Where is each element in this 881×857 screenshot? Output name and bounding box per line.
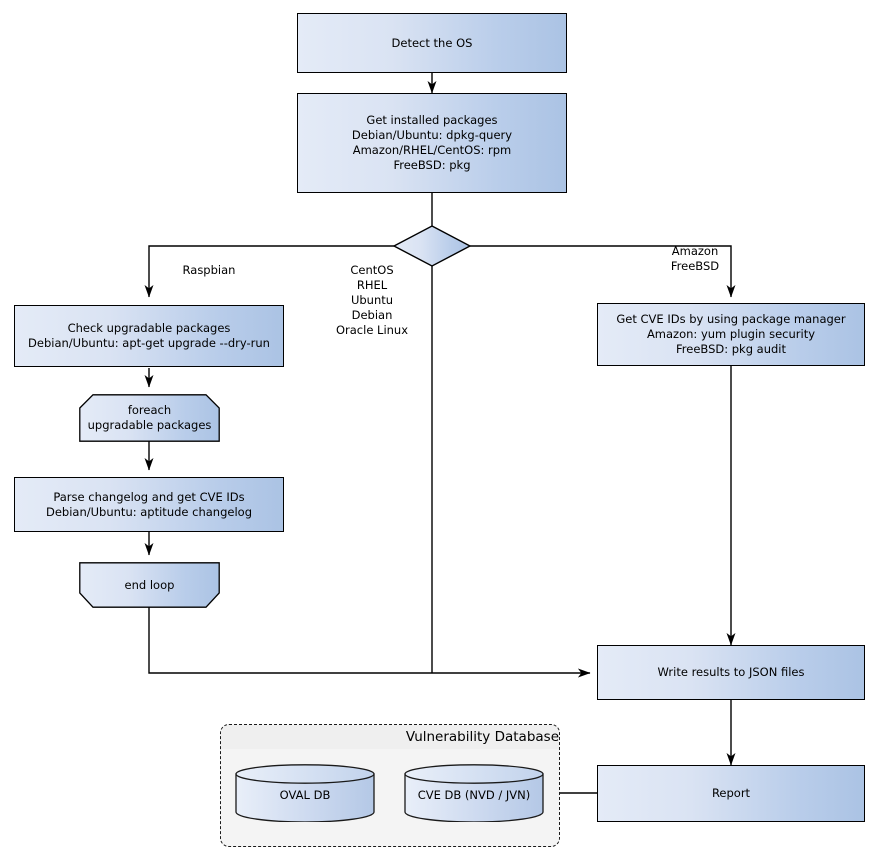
node-parse-changelog[interactable]: Parse changelog and get CVE IDs Debian/U… xyxy=(14,477,284,532)
db-cylinder-cve[interactable]: CVE DB (NVD / JVN) xyxy=(404,764,544,823)
node-foreach-loop[interactable]: foreach upgradable packages xyxy=(79,394,220,442)
edge-label-raspbian: Raspbian xyxy=(182,263,236,277)
node-end-loop[interactable]: end loop xyxy=(79,562,220,608)
group-title-band: Vulnerability Database xyxy=(221,725,559,749)
edge-label-middle-os-list: CentOS RHEL Ubuntu Debian Oracle Linux xyxy=(335,263,409,337)
node-write-results[interactable]: Write results to JSON files xyxy=(597,645,865,700)
node-get-installed-packages[interactable]: Get installed packages Debian/Ubuntu: dp… xyxy=(297,93,567,193)
decision-diamond xyxy=(392,225,472,267)
node-end-loop-label: end loop xyxy=(124,577,175,592)
group-title-label: Vulnerability Database xyxy=(405,729,559,745)
db-cylinder-oval-label: OVAL DB xyxy=(279,788,331,802)
node-foreach-loop-label: foreach upgradable packages xyxy=(87,403,212,432)
db-cylinder-cve-label: CVE DB (NVD / JVN) xyxy=(417,788,531,802)
node-check-upgradable-packages[interactable]: Check upgradable packages Debian/Ubuntu:… xyxy=(14,305,284,367)
node-get-cve-ids[interactable]: Get CVE IDs by using package manager Ama… xyxy=(597,303,865,366)
node-detect-os[interactable]: Detect the OS xyxy=(297,13,567,73)
db-cylinder-oval[interactable]: OVAL DB xyxy=(235,764,375,823)
edge-label-amazon-freebsd: Amazon FreeBSD xyxy=(670,244,720,273)
node-report[interactable]: Report xyxy=(597,765,865,822)
